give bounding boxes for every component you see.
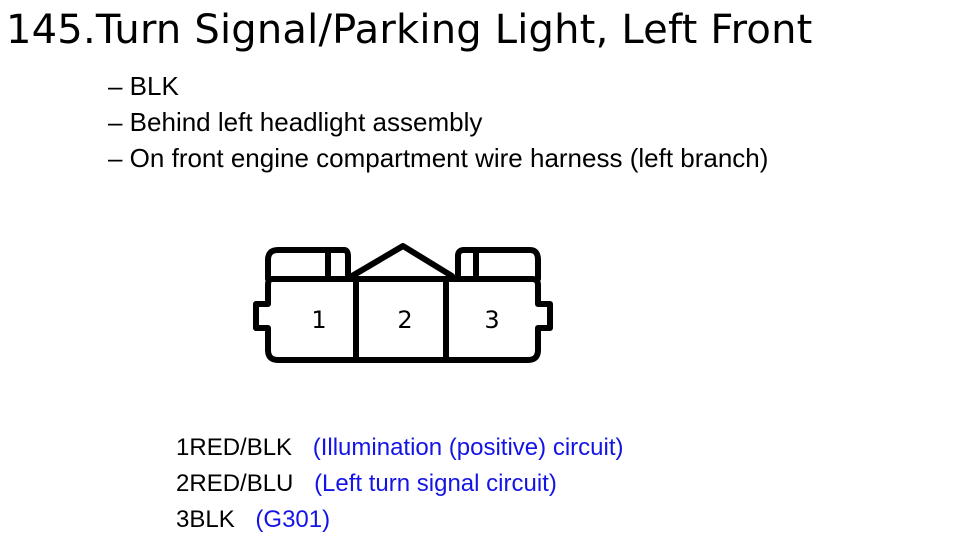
pin-row: 2RED/BLU (Left turn signal circuit) xyxy=(176,466,623,502)
pin-wire-color: RED/BLU xyxy=(189,470,294,497)
pin-description: (G301) xyxy=(255,506,331,533)
pin-description: (Left turn signal circuit) xyxy=(314,470,557,497)
connector-location: – Behind left headlight assembly xyxy=(108,107,483,137)
connector-body-outline xyxy=(253,276,553,363)
cavity-1-label: 1 xyxy=(311,306,326,334)
pin-number: 3 xyxy=(176,506,190,533)
connector-harness: – On front engine compartment wire harne… xyxy=(108,143,769,173)
pin-number: 2 xyxy=(176,470,190,497)
pin-wire-color: RED/BLK xyxy=(189,434,293,461)
center-key xyxy=(349,243,455,279)
connector-face-diagram: 1 2 3 xyxy=(253,243,553,363)
connector-details-list: – BLK – Behind left headlight assembly –… xyxy=(108,68,768,176)
cavity-2-label: 2 xyxy=(397,306,412,334)
right-latch xyxy=(455,247,541,282)
pin-number: 1 xyxy=(176,434,190,461)
left-latch xyxy=(265,247,351,282)
cavity-3-label: 3 xyxy=(484,306,499,334)
pin-list: 1RED/BLK (Illumination (positive) circui… xyxy=(176,430,623,538)
connector-color: – BLK xyxy=(108,71,179,101)
page-title: 145.Turn Signal/Parking Light, Left Fron… xyxy=(6,7,813,53)
pin-row: 3BLK (G301) xyxy=(176,502,623,538)
pin-row: 1RED/BLK (Illumination (positive) circui… xyxy=(176,430,623,466)
pin-wire-color: BLK xyxy=(189,506,235,533)
pin-description: (Illumination (positive) circuit) xyxy=(312,434,624,461)
